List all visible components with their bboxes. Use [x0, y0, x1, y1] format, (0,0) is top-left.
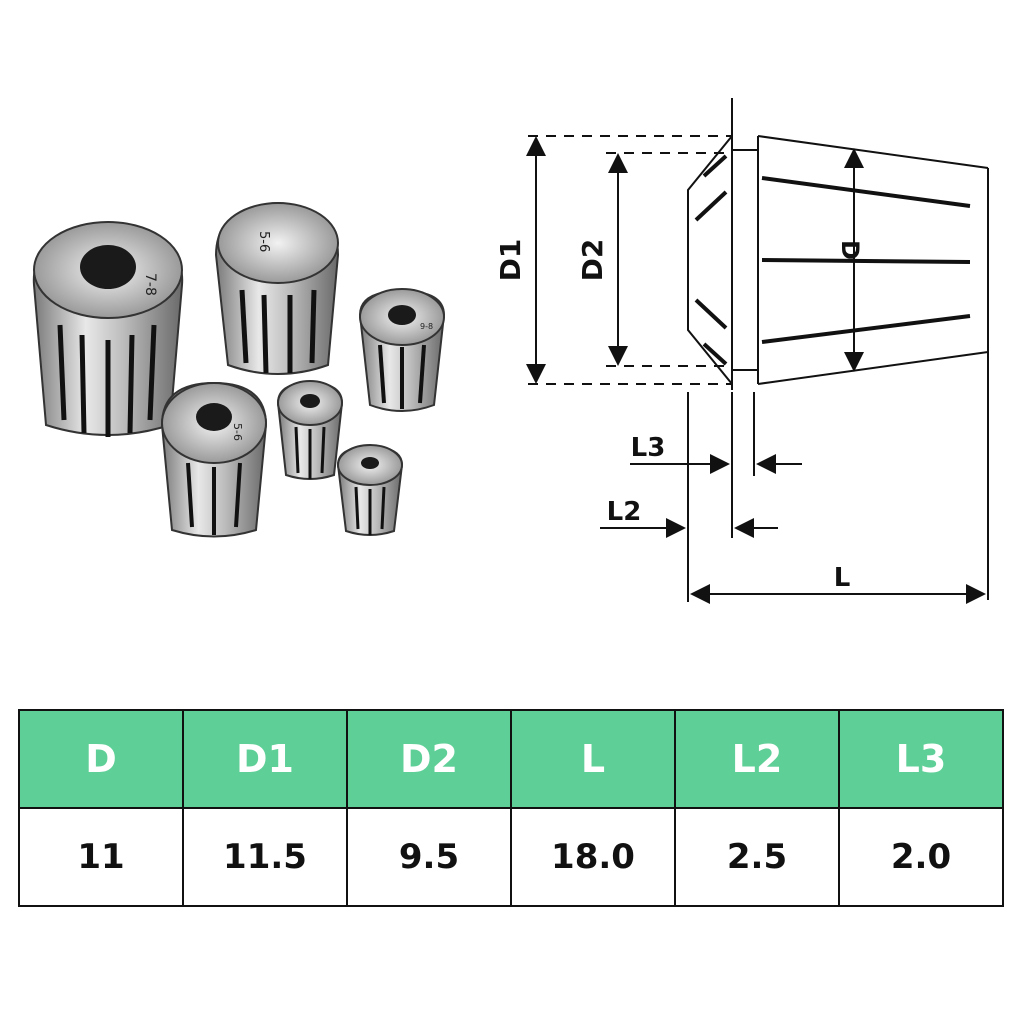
- collet-photo: 7-8 5-6 9-8 5-6: [32, 201, 446, 538]
- value-l2: 2.5: [674, 807, 840, 907]
- value-l3: 2.0: [838, 807, 1004, 907]
- header-l3: L3: [838, 709, 1004, 809]
- table-header-row: D D1 D2 L L2 L3: [18, 709, 1004, 809]
- collet-large: 7-8: [32, 221, 184, 437]
- label-d2: D2: [576, 239, 609, 282]
- label-l3: L3: [631, 433, 666, 463]
- value-d: 11: [18, 807, 184, 907]
- header-d: D: [18, 709, 184, 809]
- header-d1: D1: [182, 709, 348, 809]
- collet-medium-top: 5-6: [214, 201, 340, 375]
- value-d1: 11.5: [182, 807, 348, 907]
- header-l2: L2: [674, 709, 840, 809]
- collet-marking-1: 7-8: [142, 273, 158, 296]
- dimension-diagram: D1 D2 D L3 L2 L: [494, 98, 989, 604]
- value-l: 18.0: [510, 807, 676, 907]
- value-d2: 9.5: [346, 807, 512, 907]
- collet-tiny-middle: [276, 380, 344, 480]
- label-d: D: [836, 240, 864, 260]
- collet-tiny-bottom: [336, 444, 404, 536]
- label-l: L: [834, 563, 851, 593]
- label-d1: D1: [494, 239, 527, 282]
- collet-marking-4: 5-6: [231, 423, 244, 441]
- collet-small-right: 9-8: [358, 288, 446, 412]
- header-l: L: [510, 709, 676, 809]
- spec-table: D D1 D2 L L2 L3 11 11.5 9.5 18.0 2.5 2.0: [18, 709, 1004, 907]
- label-l2: L2: [607, 497, 642, 527]
- collet-marking-3: 9-8: [420, 322, 433, 331]
- collet-marking-2: 5-6: [256, 231, 271, 252]
- table-row: 11 11.5 9.5 18.0 2.5 2.0: [18, 807, 1004, 907]
- header-d2: D2: [346, 709, 512, 809]
- collet-medium-bottom: 5-6: [160, 381, 268, 538]
